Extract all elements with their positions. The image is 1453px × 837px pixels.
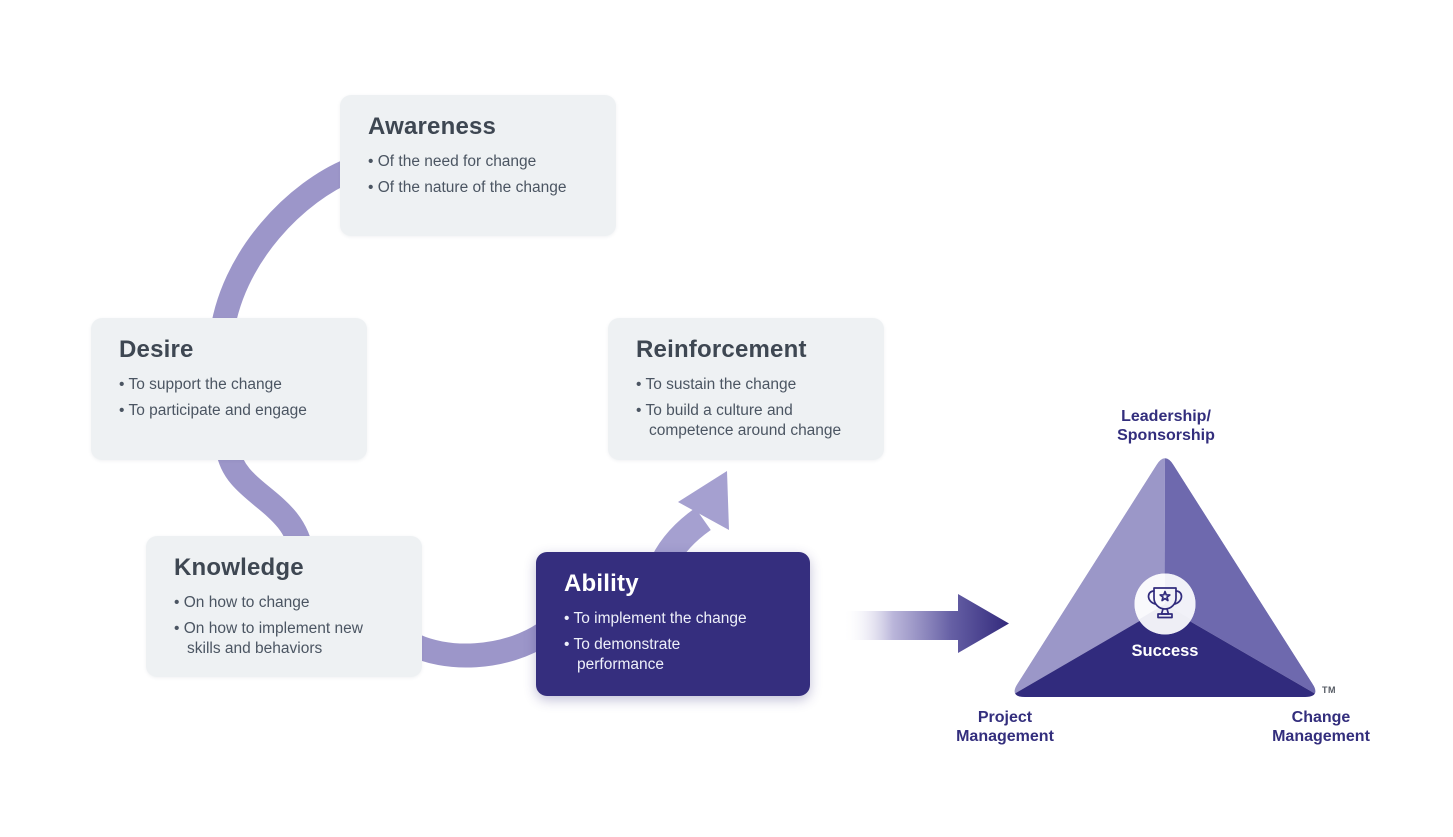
card-title: Reinforcement [636, 336, 807, 363]
bullet-item: To support the change [119, 375, 325, 395]
triangle-bottom-left-label: Project Management [956, 709, 1054, 745]
adkar-card-reinforcement: Reinforcement To sustain the change To b… [608, 318, 884, 460]
bullet-item: Of the nature of the change [368, 178, 574, 198]
connector-knowledge-ability [404, 622, 552, 668]
triangle-bottom-face [1014, 606, 1316, 697]
bullet-item: On how to change [174, 593, 380, 613]
bullet-item: To demonstrate performance [564, 635, 770, 675]
trophy-icon [1147, 587, 1183, 619]
arrow-to-success-triangle [843, 594, 1009, 653]
card-title: Knowledge [174, 554, 304, 581]
adkar-card-knowledge: Knowledge On how to change On how to imp… [146, 536, 422, 677]
arrow-ability-reinforcement [651, 471, 729, 569]
bullet-item: Of the need for change [368, 152, 574, 172]
adkar-card-awareness: Awareness Of the need for change Of the … [340, 95, 616, 236]
triangle-apex-label: Leadership/ Sponsorship [1117, 408, 1215, 444]
trademark-mark: TM [1322, 685, 1336, 695]
bullet-item: To participate and engage [119, 401, 325, 421]
adkar-card-desire: Desire To support the change To particip… [91, 318, 367, 460]
bullet-item: To build a culture and competence around… [636, 401, 842, 441]
bullet-item: On how to implement new skills and behav… [174, 619, 380, 659]
card-title: Ability [564, 570, 639, 597]
success-badge [1134, 573, 1196, 635]
card-title: Desire [119, 336, 194, 363]
adkar-card-ability: Ability To implement the change To demon… [536, 552, 810, 696]
card-title: Awareness [368, 113, 497, 140]
bullet-item: To implement the change [564, 609, 770, 629]
triangle-bottom-right-label: Change Management [1272, 709, 1370, 745]
card-bullets: To sustain the change To build a culture… [636, 375, 842, 441]
card-bullets: To support the change To participate and… [119, 375, 325, 421]
card-bullets: On how to change On how to implement new… [174, 593, 380, 659]
card-bullets: To implement the change To demonstrate p… [564, 609, 770, 675]
bullet-item: To sustain the change [636, 375, 842, 395]
triangle-right-face [1164, 458, 1316, 697]
connector-awareness-desire [209, 158, 355, 342]
success-label: Success [1131, 642, 1199, 660]
card-bullets: Of the need for change Of the nature of … [368, 152, 574, 198]
